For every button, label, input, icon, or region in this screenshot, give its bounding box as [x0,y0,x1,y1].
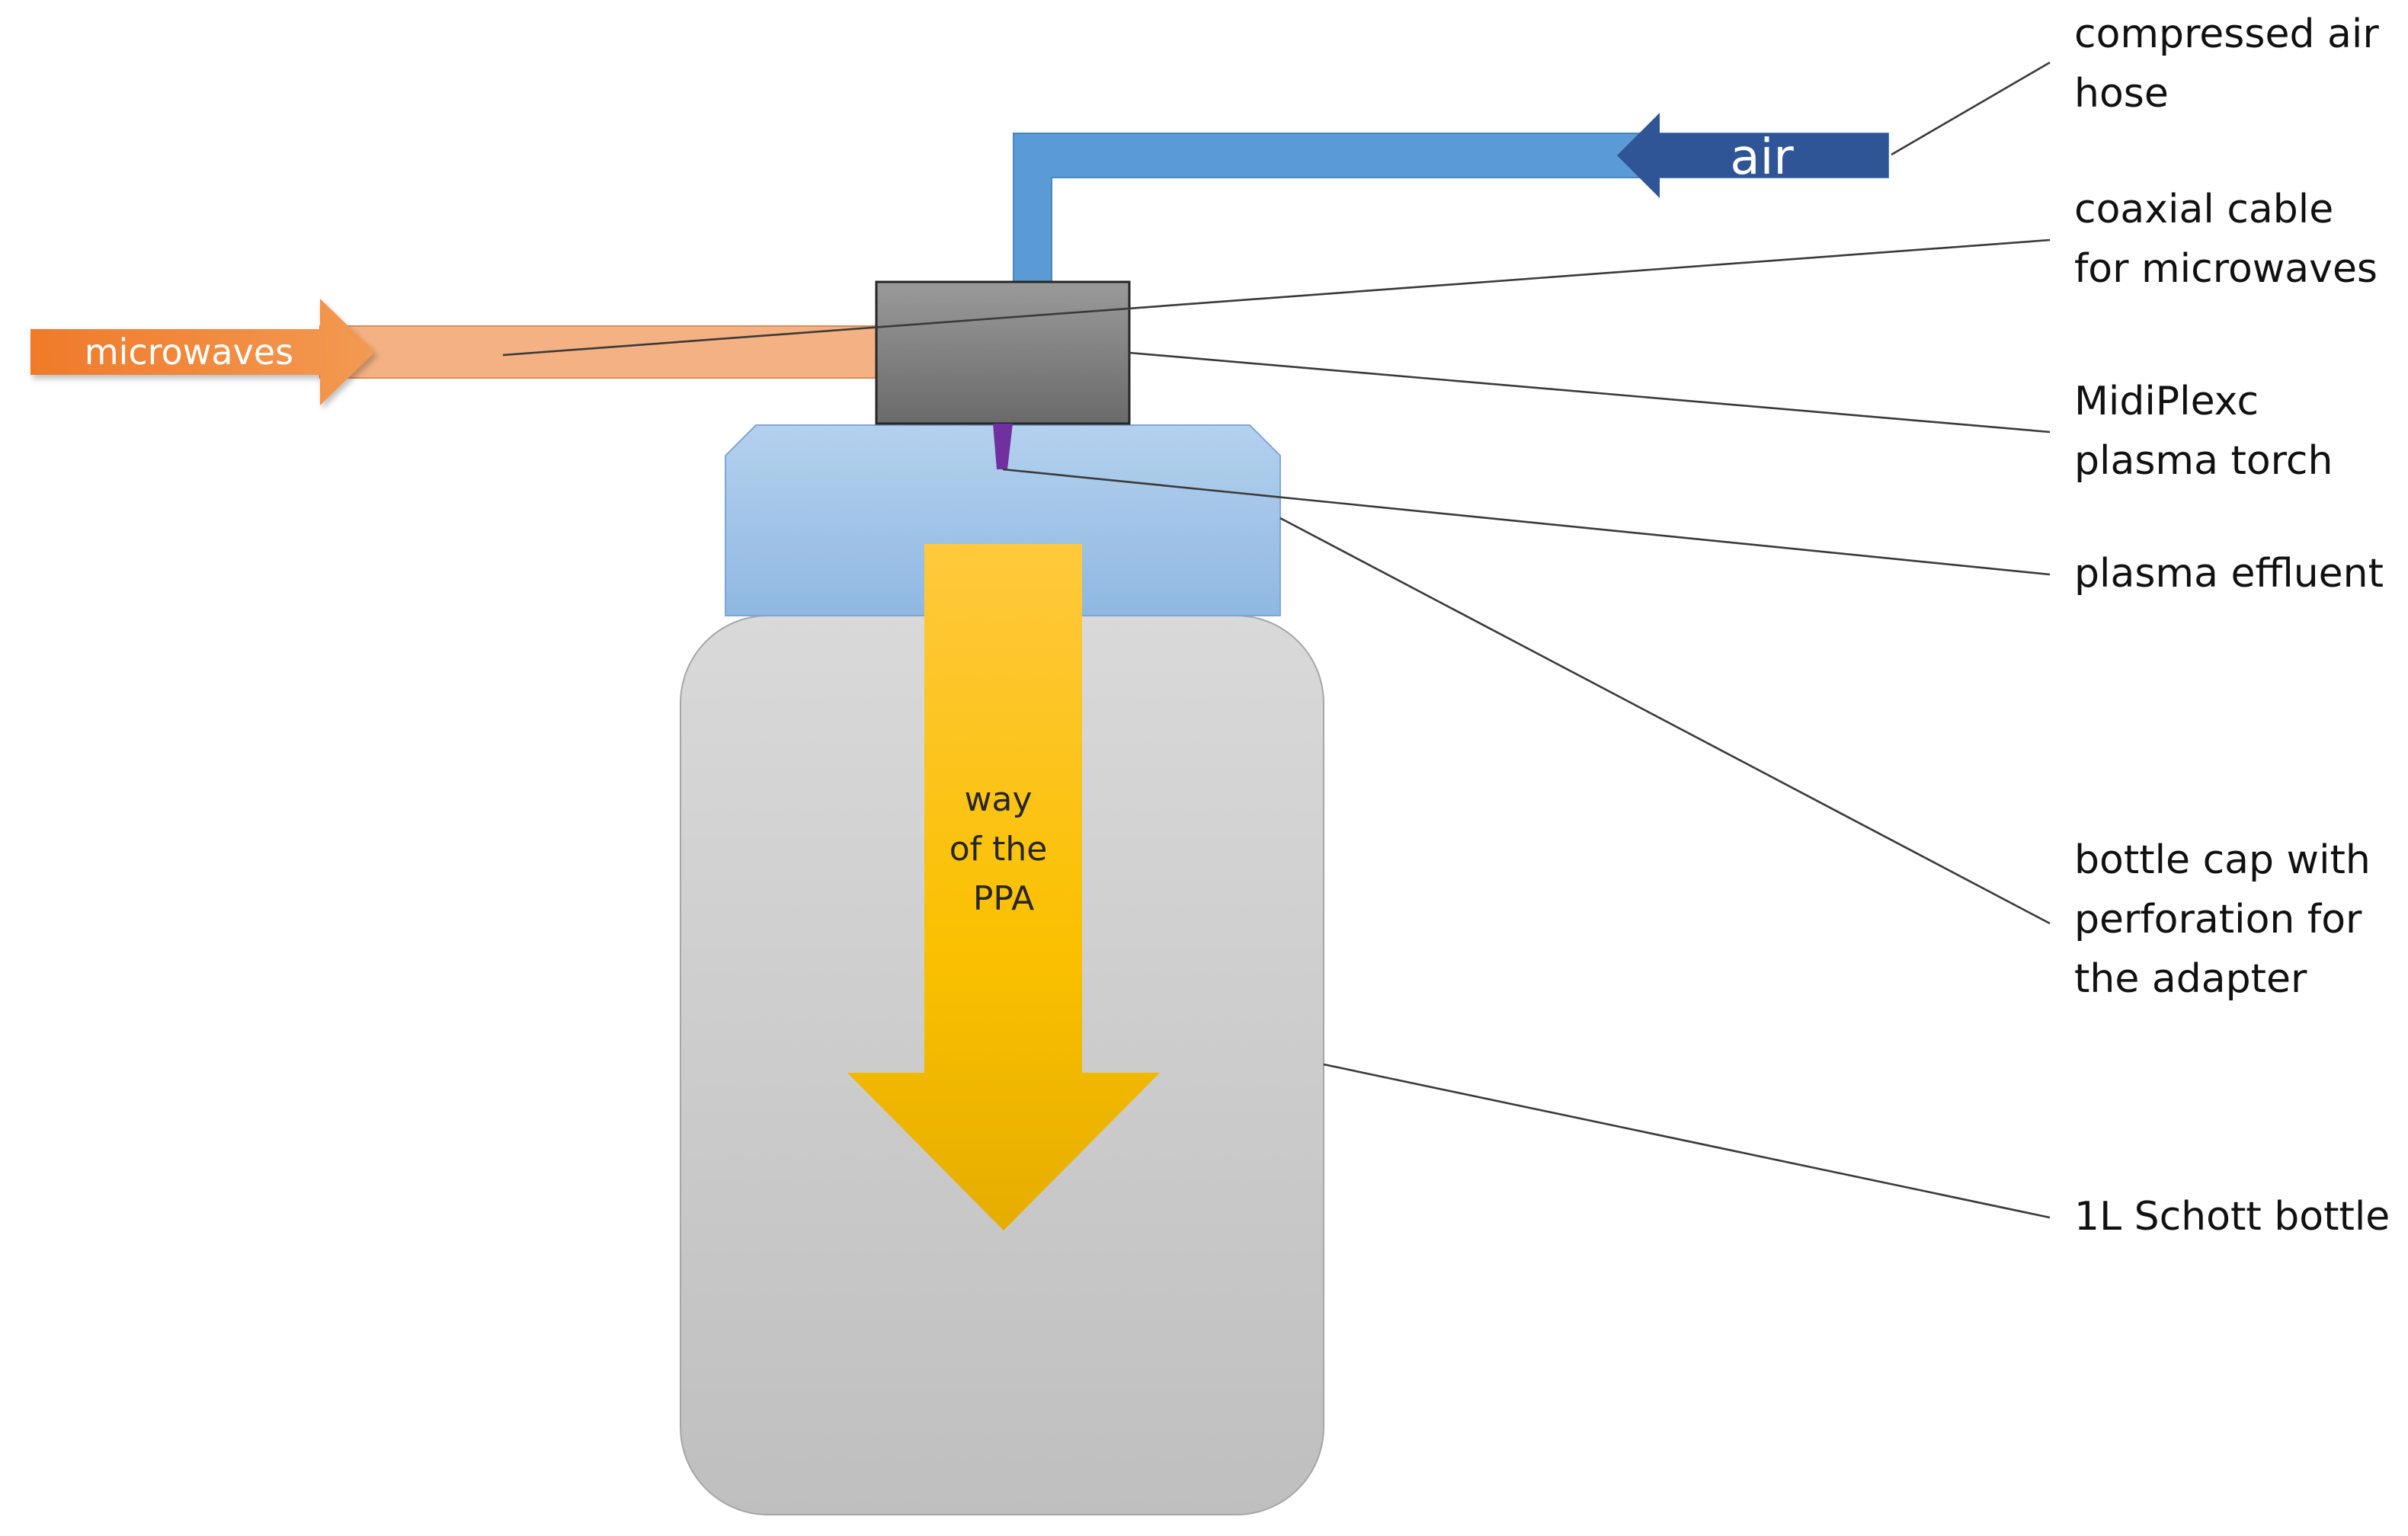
plasma-torch [875,280,1131,425]
leader-line-plasma-effluent [1002,468,2051,576]
leader-line-schott-bottle [1323,1063,2051,1219]
air-flow-arrow [1617,113,1888,198]
microwaves-arrow-label: microwaves [85,331,293,373]
ppa-arrow-label: way of the PPA [949,780,1058,918]
leader-lines [502,61,2051,1219]
microwaves-arrow [30,299,375,405]
plasma-effluent [993,424,1013,469]
ppa-flow-arrow [847,544,1160,1230]
callout-coaxial-cable: coaxial cable for microwaves [2074,187,2378,292]
leader-line-plasma-torch [1129,351,2051,434]
bottle-cap [725,424,1281,616]
callout-plasma-torch: MidiPlexc plasma torch [2074,379,2333,484]
callout-plasma-effluent: plasma effluent [2074,551,2384,597]
leader-line-compressed-air-hose [1891,61,2051,156]
callout-schott-bottle: 1L Schott bottle [2074,1194,2390,1240]
callout-bottle-cap: bottle cap with perforation for the adap… [2074,837,2383,1002]
callout-compressed-air-hose: compressed air hose [2074,11,2391,117]
leader-line-coaxial-cable [502,238,2051,357]
air-arrow-label: air [1730,130,1794,186]
leader-line-bottle-cap [1279,517,2051,925]
